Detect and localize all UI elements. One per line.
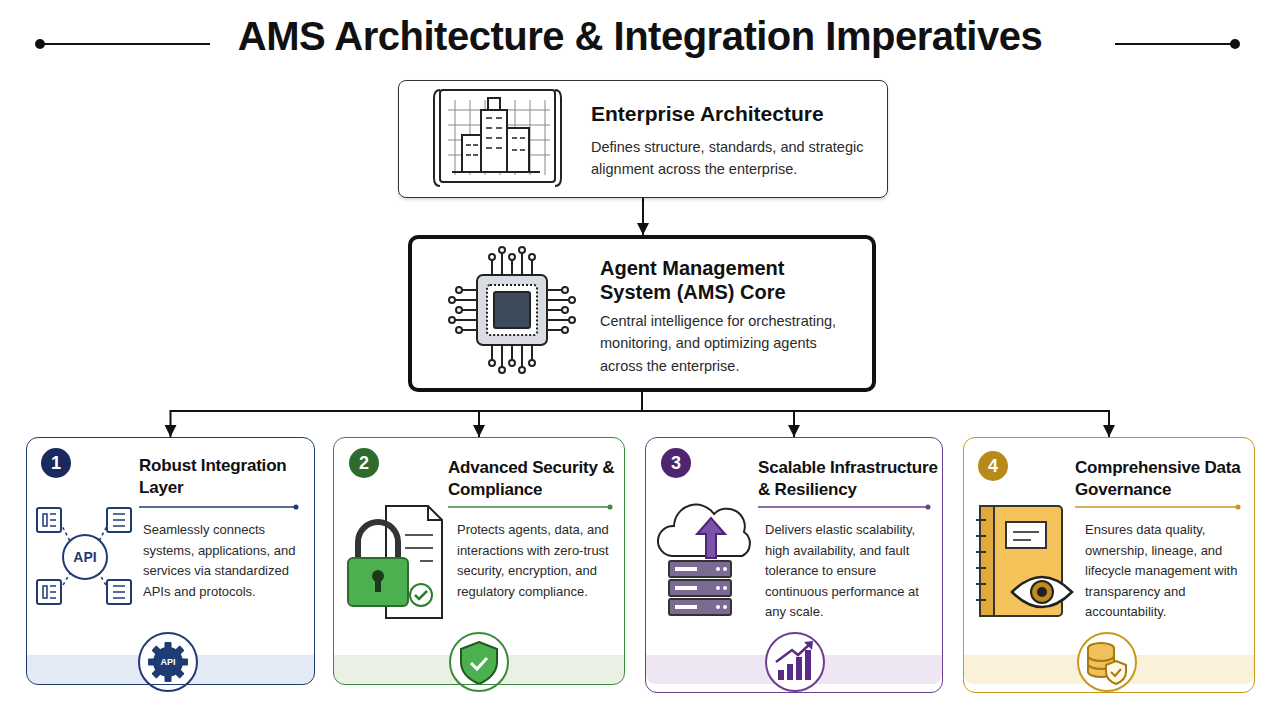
shield-icon	[461, 642, 497, 684]
box-heading: Enterprise Architecture	[591, 101, 876, 126]
connector-arrow	[479, 392, 642, 437]
core-box: Agent Management System (AMS) CoreCentra…	[408, 235, 876, 392]
callout-number: 1	[51, 453, 61, 474]
padlock-document-icon	[348, 506, 442, 618]
icon-label: API	[160, 657, 175, 667]
connector-arrow	[642, 198, 644, 235]
notebook-eye-icon	[976, 506, 1072, 616]
card-description: Delivers elastic scalability, high avail…	[765, 520, 930, 623]
capability-card: Comprehensive Data GovernanceEnsures dat…	[963, 437, 1255, 693]
callout-number: 3	[671, 453, 681, 474]
diagram-title: AMS Architecture & Integration Imperativ…	[0, 14, 1280, 59]
card-heading: Comprehensive Data Governance	[1075, 457, 1245, 501]
box-description: Defines structure, standards, and strate…	[591, 136, 876, 181]
capability-card: Robust Integration LayerSeamlessly conne…	[26, 437, 315, 685]
bottom-badge	[139, 633, 1136, 691]
card-heading: Robust Integration Layer	[139, 455, 304, 499]
card-description: Ensures data quality, ownership, lineage…	[1085, 520, 1245, 623]
api-network-icon	[37, 508, 131, 604]
connector-arrow	[642, 392, 1109, 437]
box-heading: Agent Management System (AMS) Core	[600, 256, 850, 304]
growth-chart-icon	[776, 641, 813, 680]
cloud-server-icon	[658, 505, 750, 615]
connector-arrow	[171, 392, 643, 437]
card-heading: Scalable Infrastructure & Resiliency	[758, 457, 938, 501]
callout-number: 2	[359, 453, 369, 474]
database-shield-icon	[1088, 643, 1126, 684]
card-heading: Advanced Security & Compliance	[448, 457, 620, 501]
icon-label: API	[73, 549, 96, 565]
capability-card: Advanced Security & ComplianceProtects a…	[333, 437, 625, 685]
gear-icon	[148, 642, 188, 682]
callout-number: 4	[988, 456, 998, 477]
card-description: Seamlessly connects systems, application…	[143, 520, 311, 602]
card-band	[27, 655, 1254, 684]
chip-icon	[449, 247, 575, 373]
box-description: Central intelligence for orchestrating, …	[600, 310, 858, 377]
connector-arrow	[642, 392, 794, 437]
card-description: Protects agents, data, and interactions …	[457, 520, 612, 602]
architecture-box: Enterprise ArchitectureDefines structure…	[398, 80, 888, 198]
blueprint-icon	[434, 90, 561, 186]
capability-card: Scalable Infrastructure & ResiliencyDeli…	[645, 437, 943, 693]
